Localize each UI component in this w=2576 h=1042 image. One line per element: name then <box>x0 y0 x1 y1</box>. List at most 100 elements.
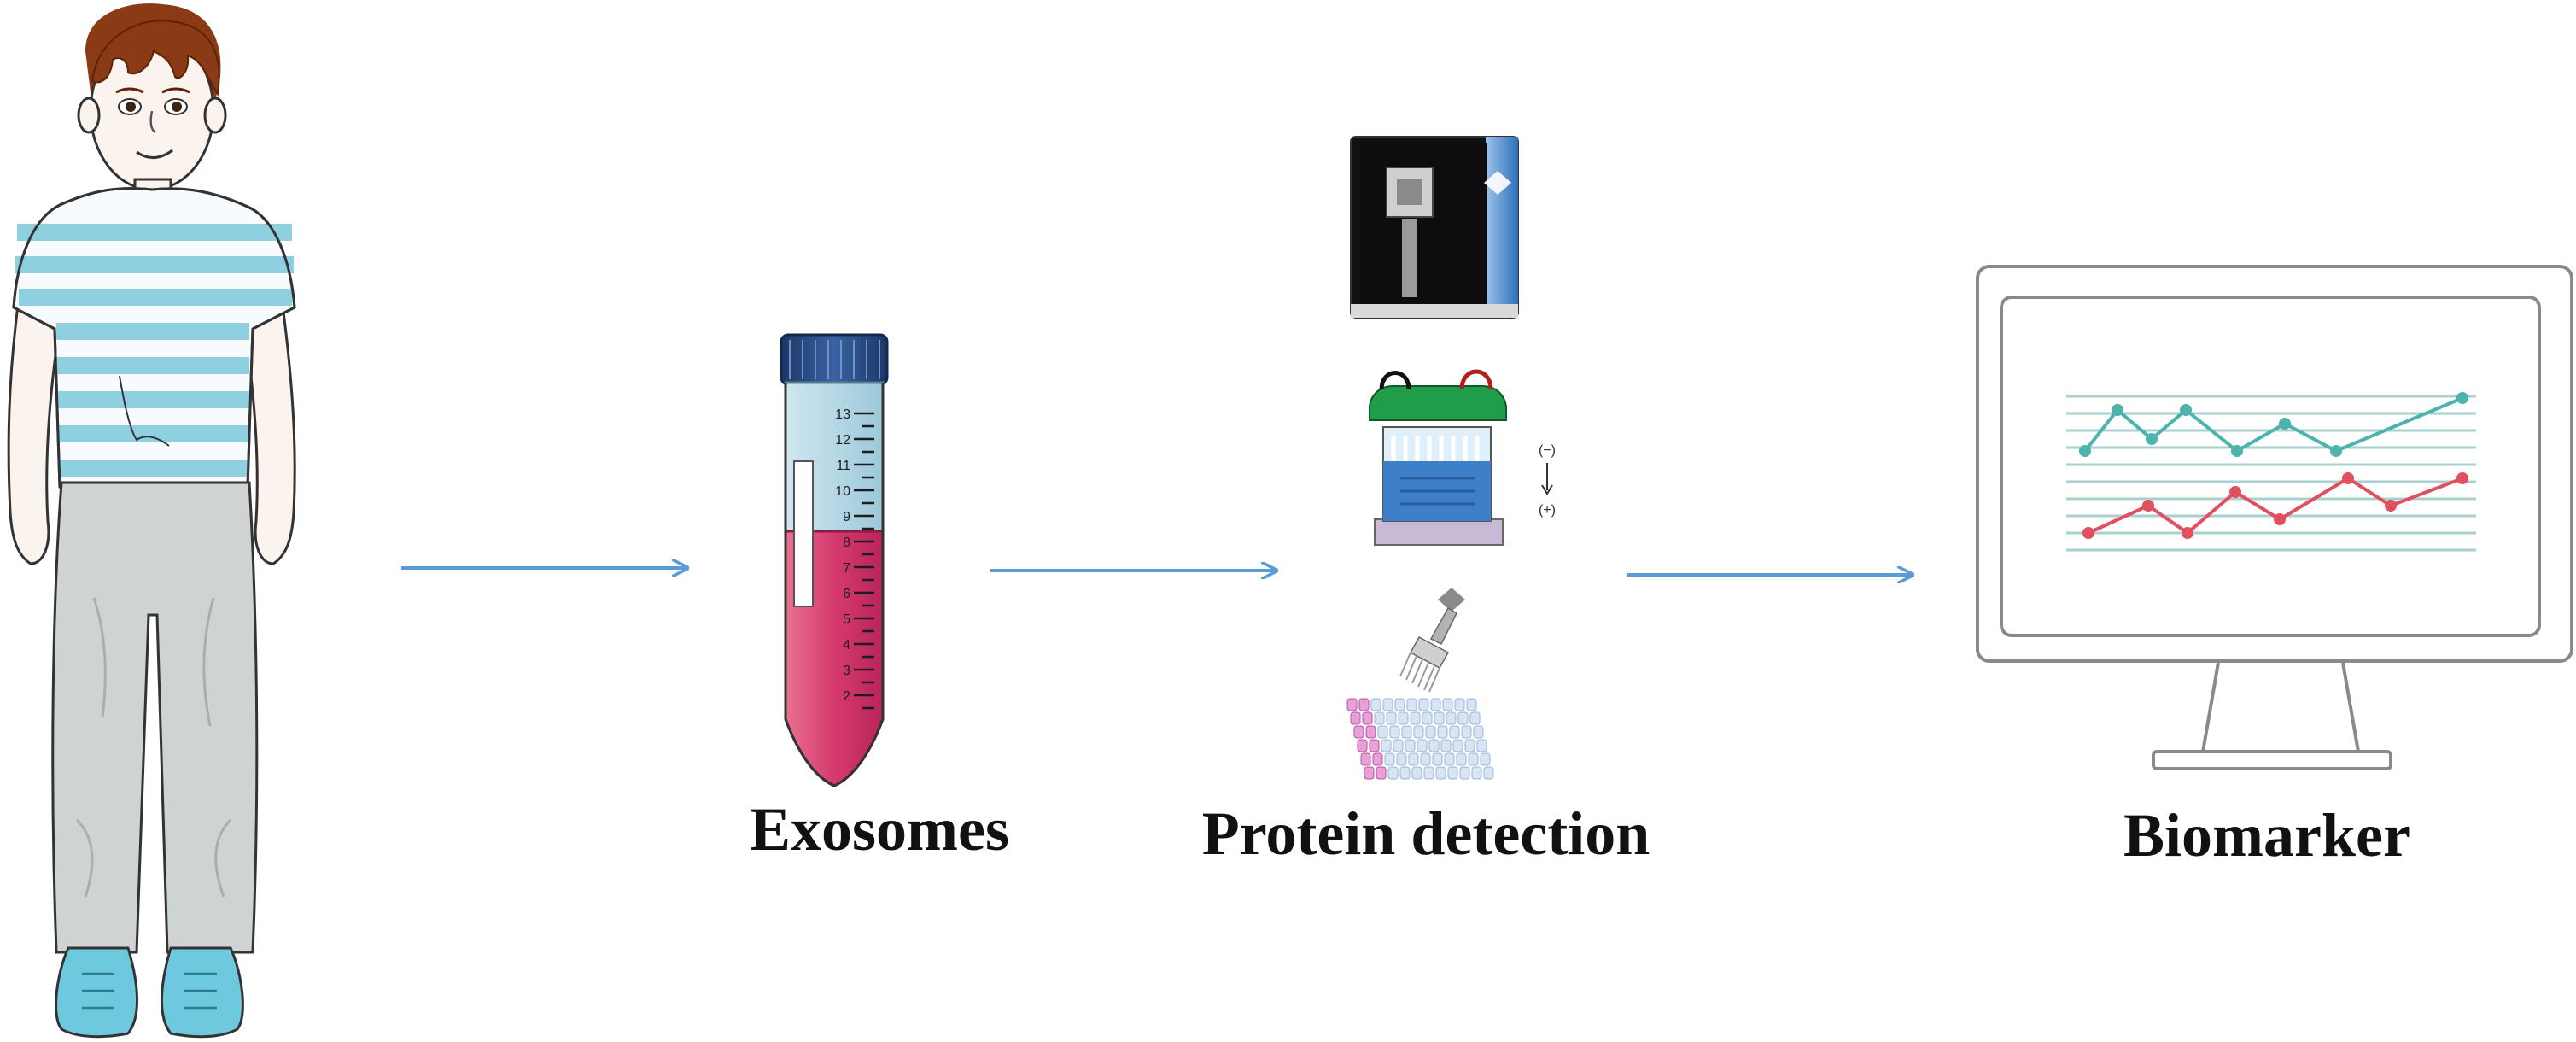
tube-tick-label: 6 <box>843 587 850 601</box>
well <box>1382 698 1393 711</box>
step-label-biomarker: Biomarker <box>2123 801 2410 869</box>
well <box>1452 739 1463 752</box>
well <box>1401 725 1412 739</box>
well <box>1440 739 1452 752</box>
well <box>1425 725 1436 739</box>
well <box>1435 766 1446 780</box>
well <box>1420 752 1431 766</box>
well <box>1394 698 1405 711</box>
well <box>1473 725 1484 739</box>
well <box>1372 752 1383 766</box>
well <box>1410 711 1421 725</box>
well <box>1449 725 1460 739</box>
well <box>1456 752 1467 766</box>
well <box>1423 766 1434 780</box>
well <box>1417 739 1428 752</box>
well <box>1457 711 1469 725</box>
well <box>1454 698 1465 711</box>
gel-plus-label: (+) <box>1539 503 1556 518</box>
tube-tick-label: 2 <box>843 689 850 704</box>
well <box>1389 725 1400 739</box>
step-label-exosomes: Exosomes <box>750 795 1009 863</box>
well <box>1411 766 1422 780</box>
well <box>1442 698 1453 711</box>
well <box>1374 711 1385 725</box>
tube-tick-label: 4 <box>843 638 850 653</box>
well <box>1418 698 1429 711</box>
well <box>1434 711 1445 725</box>
well <box>1422 711 1433 725</box>
well <box>1468 752 1479 766</box>
tube-tick-label: 11 <box>836 459 850 473</box>
tube-tick-label: 5 <box>843 612 850 627</box>
tube-tick-label: 7 <box>843 561 850 576</box>
monitor-screen <box>2000 296 2541 637</box>
well <box>1430 698 1441 711</box>
well <box>1360 752 1371 766</box>
well <box>1466 698 1477 711</box>
well <box>1365 725 1376 739</box>
well <box>1362 711 1373 725</box>
well <box>1469 711 1481 725</box>
right-shoe <box>160 946 244 1039</box>
multichannel-pipette <box>1399 588 1465 693</box>
well <box>1483 766 1494 780</box>
well <box>1384 752 1395 766</box>
well <box>1369 739 1380 752</box>
well <box>1413 725 1424 739</box>
well <box>1350 711 1361 725</box>
tube-tick-label: 10 <box>835 484 850 499</box>
well <box>1444 752 1455 766</box>
gray-pants <box>51 481 259 954</box>
gel-minus-label: (−) <box>1539 443 1556 458</box>
well <box>1364 766 1375 780</box>
well <box>1393 739 1404 752</box>
tube-tick-label: 12 <box>835 433 850 448</box>
well-plate <box>1346 698 1494 780</box>
well <box>1358 698 1370 711</box>
well <box>1447 766 1458 780</box>
well <box>1432 752 1443 766</box>
well <box>1437 725 1448 739</box>
well <box>1461 725 1472 739</box>
gel-lid <box>1369 385 1507 421</box>
well <box>1387 766 1399 780</box>
well <box>1376 766 1387 780</box>
well <box>1405 739 1416 752</box>
child-figure <box>7 3 296 1039</box>
tube-tick-label: 3 <box>843 664 850 678</box>
well <box>1408 752 1419 766</box>
left-shoe <box>55 946 139 1039</box>
well <box>1377 725 1388 739</box>
well <box>1357 739 1368 752</box>
well <box>1386 711 1397 725</box>
tube-cap <box>780 333 889 386</box>
well <box>1476 739 1487 752</box>
well <box>1480 752 1491 766</box>
monitor-line-red <box>2088 476 2463 536</box>
well <box>1464 739 1475 752</box>
well <box>1459 766 1470 780</box>
right-arm <box>242 296 296 565</box>
well <box>1428 739 1440 752</box>
well <box>1406 698 1417 711</box>
mass-spectrometer <box>1350 136 1519 319</box>
tube-tick-label: 8 <box>843 536 850 550</box>
well <box>1471 766 1482 780</box>
well <box>1446 711 1457 725</box>
well <box>1399 766 1411 780</box>
tube-tick-label: 9 <box>843 510 850 524</box>
well <box>1370 698 1381 711</box>
left-arm <box>7 296 61 565</box>
tube-scale <box>854 412 874 710</box>
step-label-protein-detection: Protein detection <box>1201 799 1650 868</box>
well <box>1346 698 1358 711</box>
gel-electrophoresis-tank: (−) (+) <box>1369 369 1556 546</box>
monitor-line-teal <box>2083 396 2463 454</box>
well <box>1398 711 1409 725</box>
well <box>1381 739 1392 752</box>
striped-shirt <box>12 187 296 489</box>
